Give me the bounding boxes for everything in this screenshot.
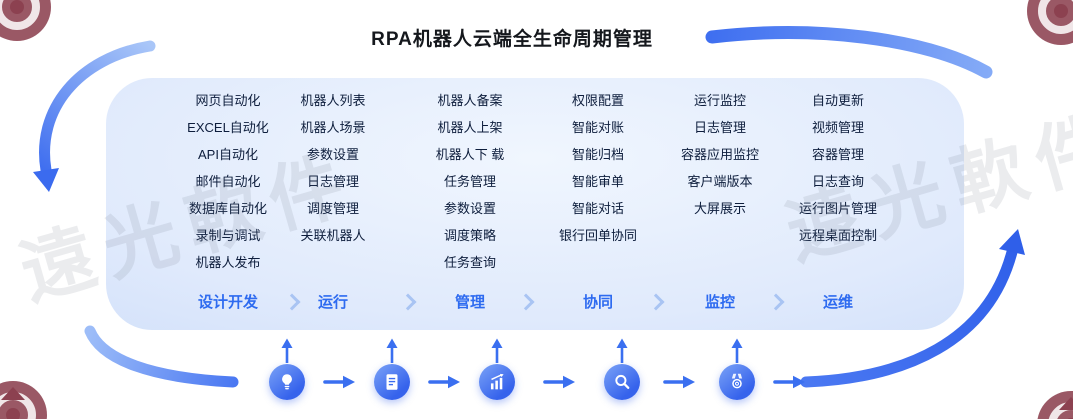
feature-item: 日志管理	[693, 120, 747, 135]
stage-label: 管理	[454, 294, 486, 311]
feature-item: 机器人场景	[300, 120, 366, 135]
up-arrow-icon	[615, 338, 629, 369]
up-arrow-icon	[490, 338, 504, 369]
stage-label: 运维	[822, 294, 854, 311]
feature-column: 网页自动化 EXCEL自动化 API自动化邮件自动化数据库自动化录制与调试机器人发布	[187, 87, 269, 276]
diagram-title: RPA机器人云端全生命周期管理	[371, 29, 653, 50]
bottom-left-swoosh	[84, 325, 239, 388]
right-arrow-icon	[323, 374, 357, 395]
feature-item: 机器人列表	[300, 93, 366, 108]
feature-item: 自动更新	[811, 93, 865, 108]
feature-item: 调度管理	[306, 201, 360, 216]
feature-item: 数据库自动化	[188, 201, 268, 216]
feature-item: 关联机器人	[300, 228, 366, 243]
feature-column: 机器人列表机器人场景参数设置日志管理调度管理关联机器人	[300, 87, 365, 249]
feature-column: 权限配置智能对账智能归档智能审单智能对话银行回单协同	[559, 87, 637, 249]
right-arrowhead-icon	[999, 229, 1025, 255]
feature-item: 机器人发布	[195, 255, 261, 270]
feature-item: 权限配置	[571, 93, 625, 108]
stage-label: 运行	[317, 294, 349, 311]
feature-item: 机器人上架	[437, 120, 503, 135]
feature-item: 银行回单协同	[558, 228, 638, 243]
feature-item: 视频管理	[811, 120, 865, 135]
feature-item: 任务查询	[443, 255, 496, 270]
feature-item: 参数设置	[443, 201, 496, 216]
chart-icon	[479, 364, 515, 400]
feature-item: 容器应用监控	[680, 147, 760, 162]
lightbulb-icon	[269, 364, 305, 400]
feature-item: 机器人下 载	[435, 147, 505, 162]
right-arrow-icon	[428, 374, 462, 395]
medal-icon	[719, 364, 755, 400]
top-right-swoosh	[705, 26, 993, 79]
feature-item: 远程桌面控制	[798, 228, 878, 243]
feature-item: 参数设置	[306, 147, 360, 162]
feature-column: 运行监控日志管理容器应用监控客户端版本大屏展示	[681, 87, 759, 222]
document-icon	[374, 364, 410, 400]
feature-item: 日志管理	[306, 174, 360, 189]
stage-label: 监控	[704, 294, 736, 311]
right-arrow-icon	[773, 374, 807, 395]
up-arrow-icon	[385, 338, 399, 369]
feature-item: 智能对账	[571, 120, 625, 135]
feature-item: 运行监控	[693, 93, 747, 108]
feature-item: 录制与调试	[195, 228, 261, 243]
stage-label: 设计开发	[197, 294, 259, 311]
yuanguang-logo-watermark	[1034, 388, 1073, 419]
right-arrow-icon	[543, 374, 577, 395]
up-arrow-icon	[280, 338, 294, 369]
yuanguang-logo-watermark	[0, 378, 50, 419]
right-arrow-icon	[663, 374, 697, 395]
feature-item: 调度策略	[443, 228, 496, 243]
yuanguang-logo-watermark	[0, 0, 54, 49]
feature-item: 任务管理	[443, 174, 496, 189]
feature-item: 客户端版本	[687, 174, 753, 189]
feature-item: 智能归档	[571, 147, 625, 162]
feature-item: 网页自动化	[195, 93, 261, 108]
feature-item: 机器人备案	[437, 93, 503, 108]
feature-column: 机器人备案机器人上架机器人下 载任务管理参数设置调度策略任务查询	[436, 87, 505, 276]
feature-item: EXCEL自动化	[187, 120, 269, 135]
feature-item: 大屏展示	[693, 201, 747, 216]
left-arrowhead-icon	[33, 168, 59, 192]
feature-item: 日志查询	[811, 174, 865, 189]
up-arrow-icon	[730, 338, 744, 369]
feature-item: 容器管理	[811, 147, 865, 162]
feature-item: 邮件自动化	[195, 174, 261, 189]
yuanguang-logo-watermark	[1024, 0, 1073, 53]
stage-label: 协同	[582, 294, 614, 311]
magnifier-icon	[604, 364, 640, 400]
feature-column: 自动更新视频管理容器管理日志查询运行图片管理远程桌面控制	[799, 87, 877, 249]
feature-item: 智能审单	[571, 174, 625, 189]
feature-item: 运行图片管理	[798, 201, 878, 216]
feature-item: API自动化	[198, 147, 258, 162]
feature-item: 智能对话	[571, 201, 625, 216]
